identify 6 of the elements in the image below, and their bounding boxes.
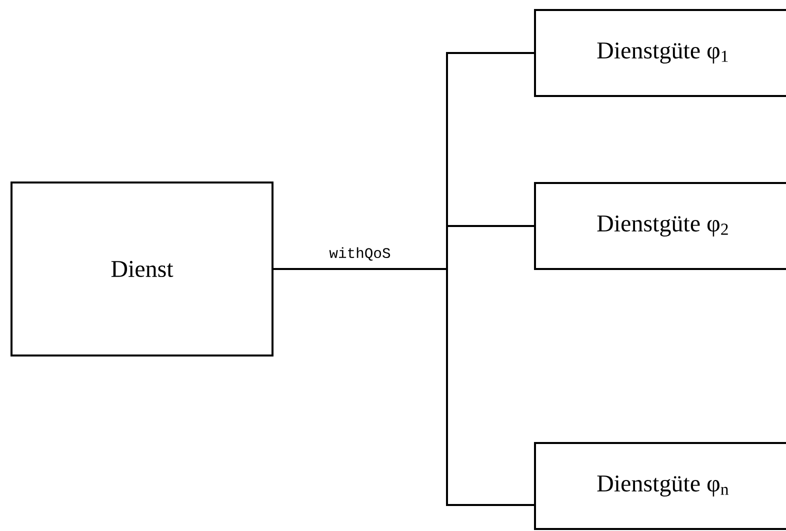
box: Dienstgüte φ$_{1}$: [534, 9, 786, 97]
connector-line: [274, 268, 534, 506]
edge-label: withQoS: [329, 247, 390, 261]
box: Dienst: [10, 182, 274, 356]
box: Dienstgüte φ$_{n}$: [534, 442, 786, 530]
box: Dienstgüte φ$_{2}$: [534, 182, 786, 270]
